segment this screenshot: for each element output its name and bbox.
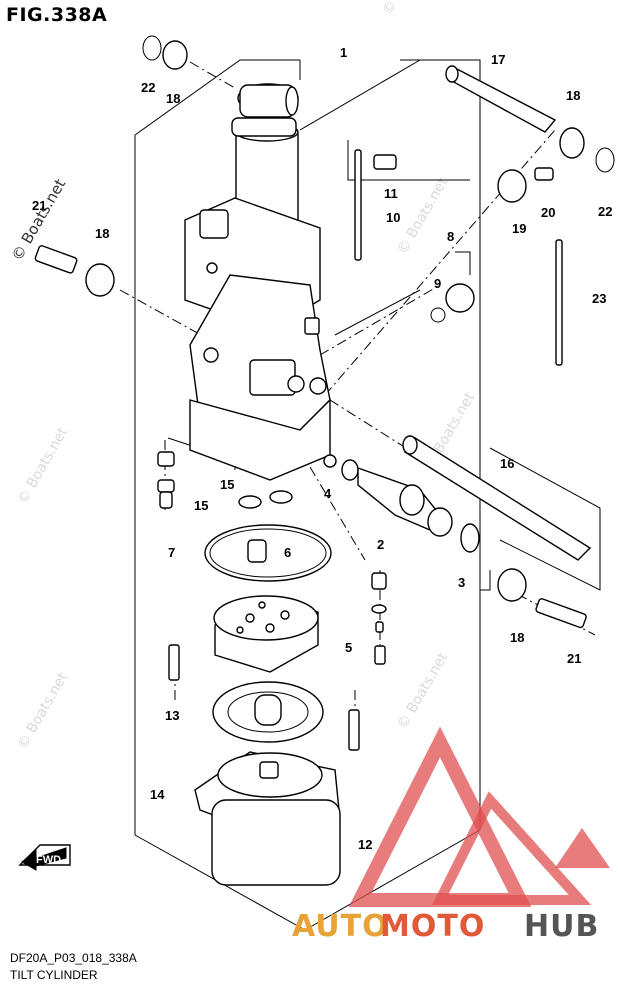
callout-21-left: 21	[32, 198, 46, 213]
callout-8: 8	[447, 229, 454, 244]
callout-4: 4	[324, 486, 332, 501]
figure-name: TILT CYLINDER	[10, 968, 98, 982]
callout-18-top: 18	[166, 91, 180, 106]
callout-3: 3	[458, 575, 465, 590]
brand-hub: HUB	[524, 909, 599, 944]
figure-title: FIG.338A	[6, 4, 108, 26]
callout-17: 17	[491, 52, 505, 67]
callout-10: 10	[386, 210, 400, 225]
callout-1: 1	[340, 45, 347, 60]
valve-parts	[157, 451, 332, 582]
callout-16: 16	[500, 456, 514, 471]
brand-moto: MOTO	[380, 909, 485, 944]
callout-23: 23	[592, 291, 606, 306]
callout-22-left: 22	[141, 80, 155, 95]
watermark-text: © Boats.net	[380, 0, 437, 18]
callout-5: 5	[345, 640, 352, 655]
brand-logo: AUTO MOTO HUB	[292, 726, 610, 944]
callout-19: 19	[512, 221, 526, 236]
figure-code: DF20A_P03_018_338A	[10, 951, 137, 965]
callout-9: 9	[434, 276, 441, 291]
motor-assembly	[194, 681, 341, 886]
fwd-label: FWD	[36, 854, 61, 866]
brand-auto: AUTO	[292, 909, 389, 944]
assembly-frame	[134, 59, 481, 931]
watermark-text: © Boats.net	[15, 425, 72, 507]
callout-6: 6	[284, 545, 291, 560]
callout-labels: 1 2 3 4 5 6 7 8 9 10 11 12 13 14 15 15 1…	[32, 45, 612, 852]
callout-20: 20	[541, 205, 555, 220]
callout-18-left: 18	[95, 226, 109, 241]
callout-15-upper: 15	[220, 477, 234, 492]
callout-21-right: 21	[567, 651, 581, 666]
callout-18-right: 18	[566, 88, 580, 103]
fwd-arrow: FWD	[18, 844, 71, 871]
callout-2: 2	[377, 537, 384, 552]
callout-18-lower: 18	[510, 630, 524, 645]
tilt-cylinder-body	[184, 83, 331, 481]
callout-7: 7	[168, 545, 175, 560]
shaft-pins	[402, 65, 592, 561]
callout-12: 12	[358, 837, 372, 852]
callout-22-right: 22	[598, 204, 612, 219]
callout-13: 13	[165, 708, 179, 723]
pump-unit	[213, 595, 319, 673]
callout-15-lower: 15	[194, 498, 208, 513]
callout-14: 14	[150, 787, 165, 802]
watermark-text: © Boats.net	[395, 175, 452, 257]
bushings-and-clips	[85, 35, 615, 602]
callout-11: 11	[384, 186, 398, 201]
watermark-text: © Boats.net	[395, 650, 452, 732]
manual-valve-parts	[323, 454, 480, 665]
watermark-text: © Boats.net	[15, 670, 72, 752]
